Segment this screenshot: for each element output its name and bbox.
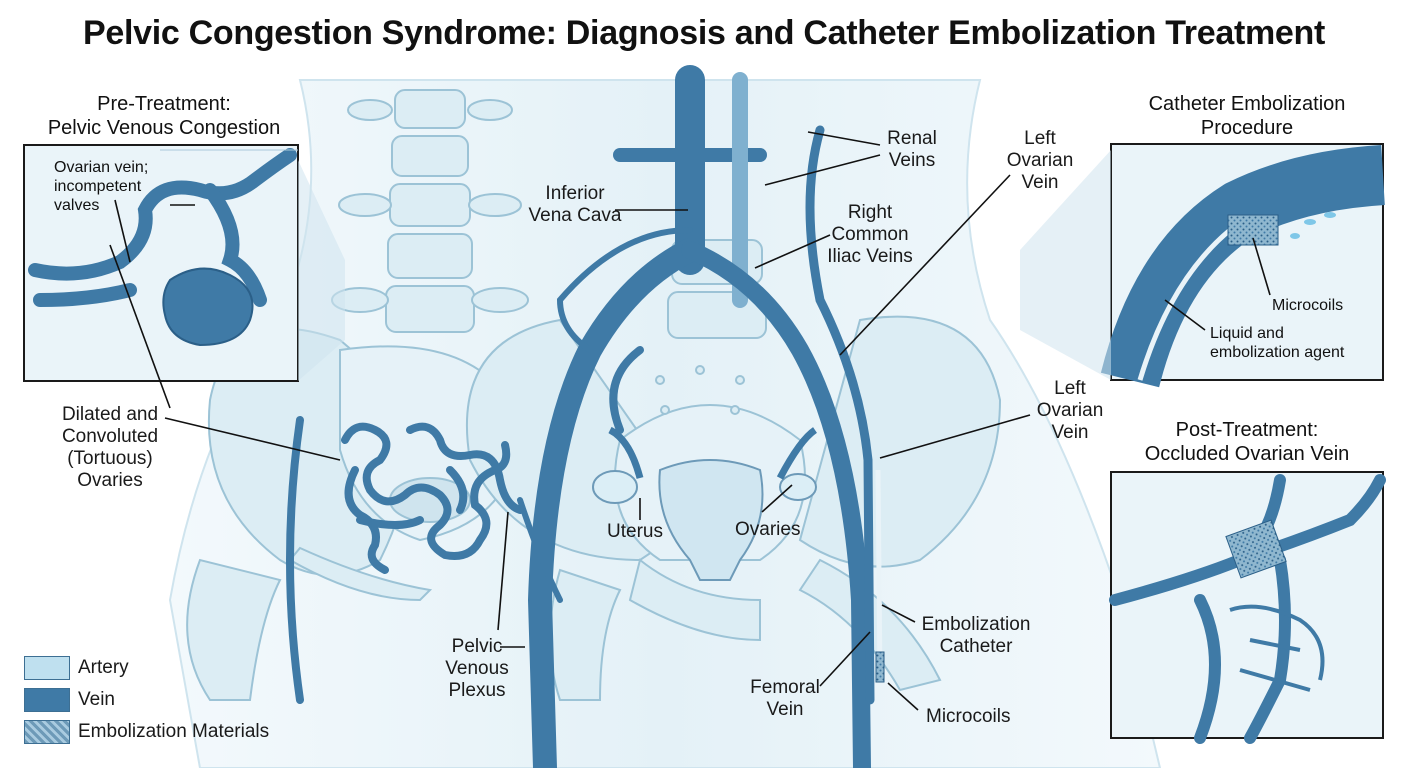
- ivc-label: Inferior Vena Cava: [528, 183, 622, 226]
- artery-swatch: [24, 656, 70, 680]
- pre-treatment-inset: [23, 144, 299, 382]
- legend-label: Vein: [78, 689, 115, 710]
- microcoil-marker: [875, 651, 885, 683]
- left-ovarian-vein-mid-label: Left Ovarian Vein: [1036, 378, 1104, 443]
- legend-item-vein: Vein: [24, 684, 269, 716]
- right-ovary-shape: [779, 473, 817, 501]
- renal-veins-label: Renal Veins: [887, 128, 937, 171]
- arrow-pre: [109, 244, 171, 409]
- femoral-vein-label: Femoral Vein: [750, 677, 820, 720]
- dilated-ovaries-label: Dilated and Convoluted (Tortuous) Ovarie…: [61, 404, 159, 491]
- main-veins: [286, 65, 875, 768]
- legend-item-embolization: Embolization Materials: [24, 716, 269, 748]
- procedure-microcoils-label: Microcoils: [1272, 297, 1344, 314]
- embolization-swatch: [24, 720, 70, 744]
- procedure-liquid-label: Liquid and embolization agent: [1210, 325, 1345, 361]
- embolization-catheter-label: Embolization Catheter: [921, 614, 1031, 657]
- uterus-shape: [658, 459, 764, 581]
- legend-label: Embolization Materials: [78, 721, 270, 742]
- microcoils-label: Microcoils: [926, 706, 1011, 727]
- pelvic-venous-plexus: [341, 422, 524, 574]
- legend-label: Artery: [78, 657, 129, 678]
- uterus-label: Uterus: [607, 521, 663, 542]
- ovaries-label: Ovaries: [735, 519, 801, 540]
- procedure-inset: [1100, 143, 1386, 388]
- ovarian-vein-valves-label: Ovarian vein; incompetent valves: [54, 159, 149, 214]
- procedure-title: Catheter Embolization Procedure: [1148, 93, 1346, 139]
- legend-item-artery: Artery: [24, 652, 269, 684]
- pre-treatment-title: Pre-Treatment: Pelvic Venous Congestion: [47, 93, 281, 139]
- right-common-iliac-label: Right Common Iliac Veins: [827, 202, 913, 267]
- leader-arrows: [109, 131, 1271, 711]
- left-ovarian-vein-top-label: Left Ovarian Vein: [1006, 128, 1074, 193]
- legend: Artery Vein Embolization Materials: [24, 652, 269, 748]
- post-treatment-inset: [1109, 471, 1386, 744]
- page-title: Pelvic Congestion Syndrome: Diagnosis an…: [83, 14, 1325, 52]
- catheter: [875, 469, 883, 681]
- pelvic-venous-plexus-label: Pelvic Venous Plexus: [445, 636, 509, 701]
- post-treatment-title: Post-Treatment: Occluded Ovarian Vein: [1144, 419, 1350, 465]
- spine: [331, 89, 767, 339]
- vein-swatch: [24, 688, 70, 712]
- left-ovary-shape: [592, 470, 638, 504]
